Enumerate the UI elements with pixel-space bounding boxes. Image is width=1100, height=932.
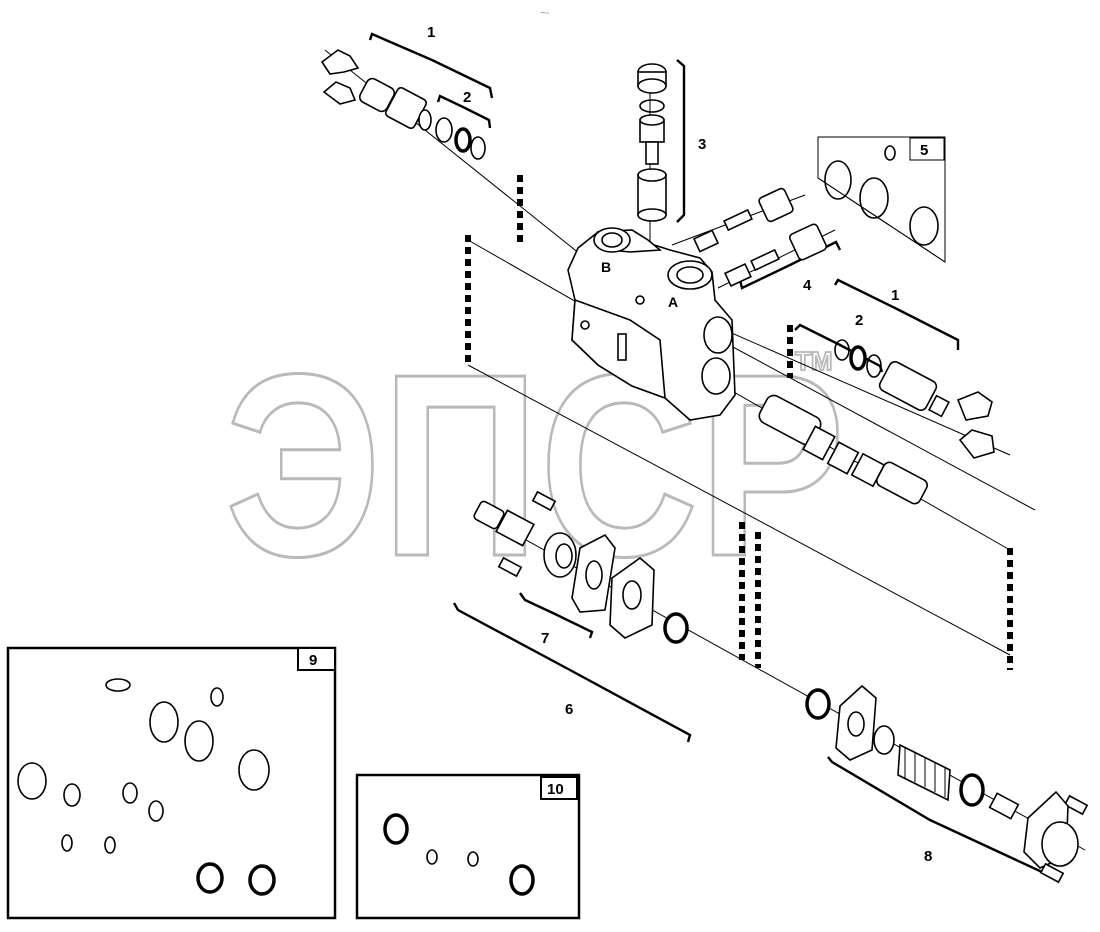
seal-kit-10: 10 [355, 773, 581, 920]
o-ring [426, 849, 438, 865]
callout-7: 7 [541, 630, 549, 647]
o-ring [467, 851, 479, 867]
o-ring [61, 834, 73, 852]
relief-valve-left [320, 49, 486, 160]
o-ring [148, 800, 164, 822]
callout-5: 5 [920, 142, 928, 159]
o-ring [105, 678, 131, 692]
callout-6: 6 [565, 701, 573, 718]
end-cap-right [805, 684, 1089, 884]
callout-2-top: 2 [463, 89, 471, 106]
section-dashes [465, 175, 1013, 670]
relief-valve-right [834, 339, 995, 459]
o-ring [859, 177, 889, 219]
o-ring [63, 783, 81, 807]
seal-kit-9: 9 [6, 646, 337, 920]
seal-ring [248, 864, 276, 896]
callout-1-top: 1 [427, 24, 435, 41]
callout-labels: 1 2 3 4 1 2 6 7 8 [427, 24, 932, 865]
o-ring [149, 701, 179, 743]
o-ring [104, 836, 116, 854]
callout-8: 8 [924, 848, 932, 865]
callout-4: 4 [803, 277, 812, 294]
callout-9: 9 [309, 652, 317, 669]
seal-ring [196, 862, 224, 894]
valve-body: B A [567, 227, 736, 421]
o-ring [824, 160, 852, 200]
end-cap-left [473, 490, 689, 644]
seal-ring [383, 813, 409, 845]
seal-kit-5: 5 [817, 136, 946, 263]
spool [758, 394, 928, 505]
o-ring [884, 145, 896, 161]
callout-10: 10 [547, 781, 564, 798]
port-b-label: B [601, 259, 611, 275]
o-ring [122, 782, 138, 804]
port-a-label: A [668, 294, 678, 310]
top-mark: ~- [540, 8, 549, 19]
watermark-text: ЭПСР [225, 321, 845, 611]
o-ring [17, 762, 47, 800]
o-ring [909, 206, 939, 246]
o-ring [184, 720, 214, 762]
cartridge-3 [637, 63, 667, 222]
check-valves-4 [692, 187, 827, 288]
watermark: ЭПСР TM [224, 320, 847, 613]
callout-3: 3 [698, 136, 706, 153]
callout-2-right: 2 [855, 312, 863, 329]
watermark-tm: TM [795, 346, 833, 376]
seal-ring [509, 864, 535, 896]
o-ring [210, 687, 224, 707]
callout-1-right: 1 [891, 287, 899, 304]
o-ring [238, 749, 270, 791]
